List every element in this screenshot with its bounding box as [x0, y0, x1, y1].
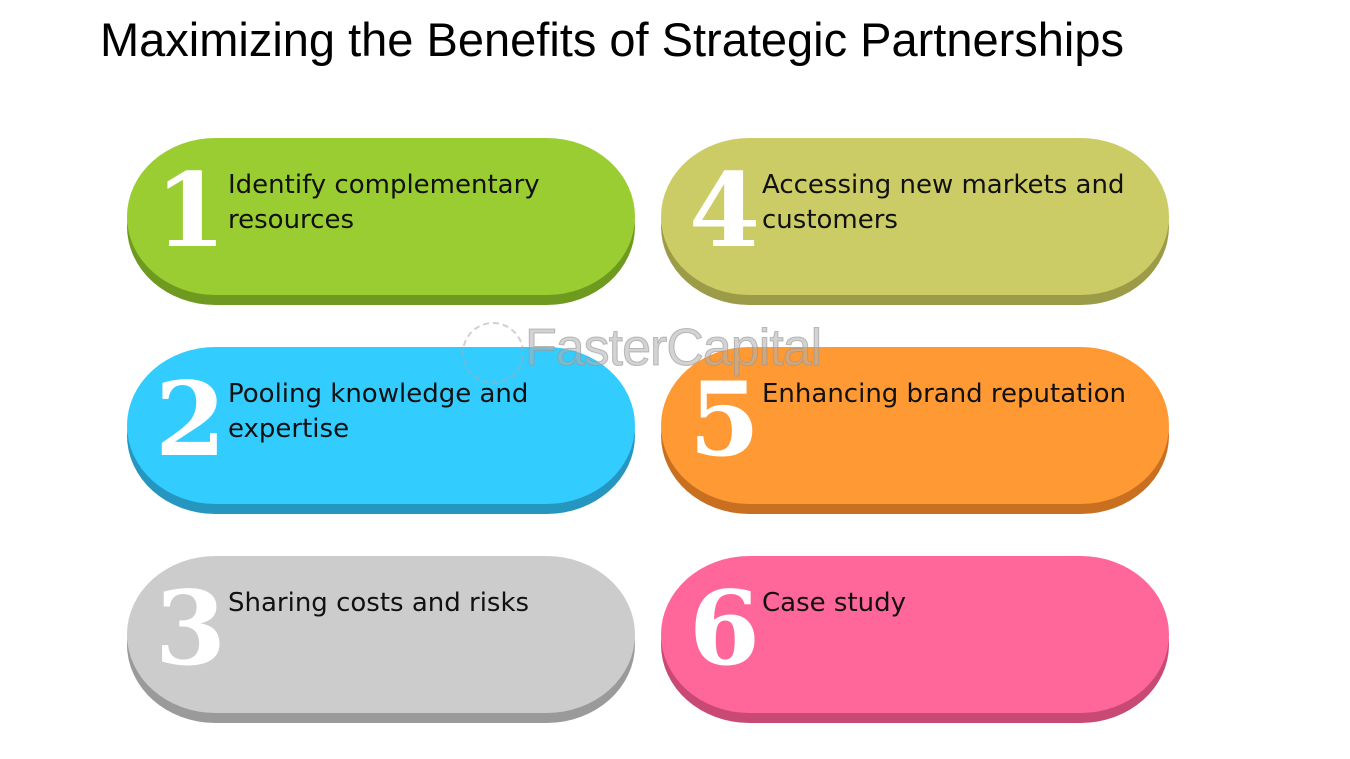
- card-face: [661, 347, 1169, 504]
- benefit-card-4: 4 Accessing new markets and customers: [661, 138, 1169, 305]
- benefit-card-2: 2 Pooling knowledge and expertise: [127, 347, 635, 514]
- benefit-card-5: 5 Enhancing brand reputation: [661, 347, 1169, 514]
- benefit-card-3: 3 Sharing costs and risks: [127, 556, 635, 723]
- card-text: Enhancing brand reputation: [762, 379, 1126, 409]
- card-face: [661, 556, 1169, 713]
- card-number: 6: [689, 569, 760, 689]
- card-face: [127, 138, 635, 295]
- card-number: 1: [155, 151, 226, 271]
- card-number: 4: [689, 151, 760, 271]
- card-text: Case study: [762, 588, 907, 618]
- benefit-card-1: 1 Identify complementary resources: [127, 138, 635, 305]
- card-number: 3: [155, 569, 226, 689]
- card-number: 2: [155, 360, 226, 480]
- watermark: FasterCapital: [524, 319, 822, 378]
- watermark-gear-icon: [462, 322, 524, 384]
- card-face: [127, 556, 635, 713]
- card-text: Identify complementary resources: [228, 170, 540, 235]
- card-face: [127, 347, 635, 504]
- card-text: Sharing costs and risks: [228, 588, 530, 618]
- benefit-card-6: 6 Case study: [661, 556, 1169, 723]
- card-number: 5: [689, 360, 760, 480]
- card-face: [661, 138, 1169, 295]
- page-title: Maximizing the Benefits of Strategic Par…: [100, 13, 1125, 66]
- card-text: Accessing new markets and customers: [762, 170, 1125, 235]
- card-text: Pooling knowledge and expertise: [228, 379, 529, 444]
